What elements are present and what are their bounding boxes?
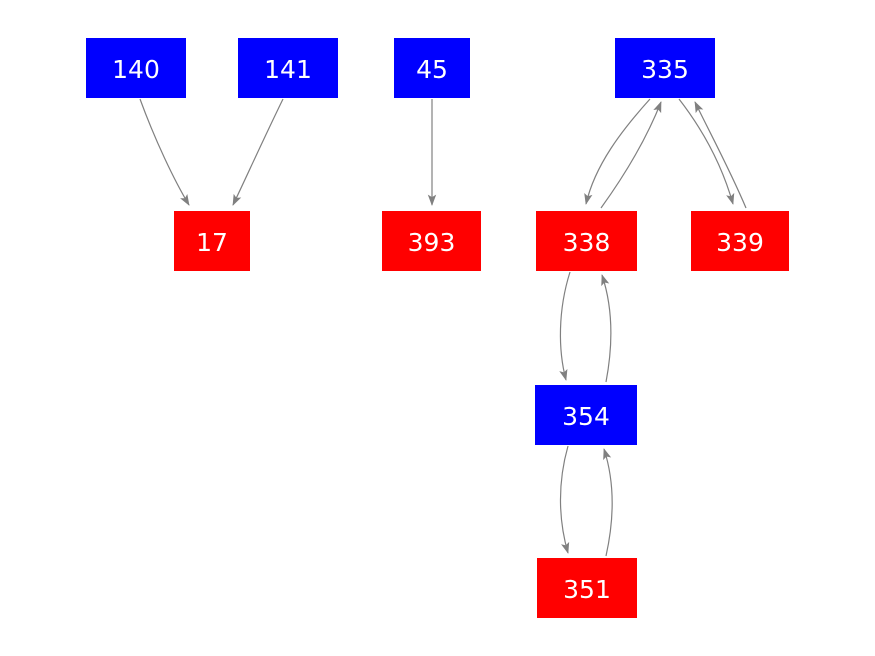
node-140[interactable]: 140 [86,38,186,98]
edge-354-to-338 [601,274,612,383]
node-label: 45 [416,54,448,84]
edge-338-to-354 [559,271,571,381]
node-351[interactable]: 351 [537,558,637,618]
edge-354-to-351 [559,445,570,554]
node-45[interactable]: 45 [394,38,470,98]
edge-140-to-17 [139,98,190,206]
node-339[interactable]: 339 [691,211,789,271]
edge-351-to-354 [603,448,613,557]
node-label: 393 [407,227,456,257]
node-label: 351 [563,574,611,604]
node-354[interactable]: 354 [535,385,637,445]
edge-141-to-17 [232,98,284,206]
node-335[interactable]: 335 [615,38,715,98]
node-338[interactable]: 338 [536,211,637,271]
node-393[interactable]: 393 [382,211,481,271]
node-label: 338 [562,227,611,257]
edge-335-to-339 [678,98,735,205]
node-label: 17 [196,227,228,257]
node-label: 335 [641,54,689,84]
edge-339-to-335 [694,101,747,209]
edges-group [139,98,747,557]
node-label: 140 [112,54,160,84]
node-label: 354 [562,401,610,431]
node-label: 339 [716,227,764,257]
node-17[interactable]: 17 [174,211,250,271]
node-141[interactable]: 141 [238,38,338,98]
node-label: 141 [264,54,312,84]
edge-335-to-338 [584,98,651,205]
edge-338-to-335 [600,101,662,209]
